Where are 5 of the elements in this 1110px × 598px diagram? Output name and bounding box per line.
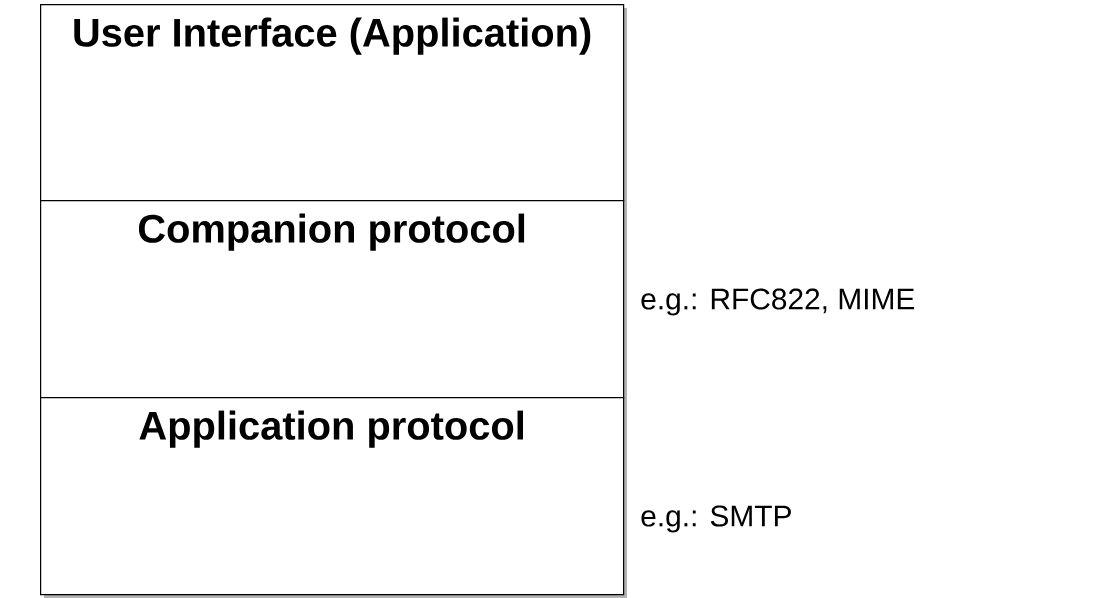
example-text: e.g.: RFC822, MIME — [641, 288, 915, 316]
layer-box: Application protocol — [40, 397, 627, 598]
layer-box: Companion protocol — [40, 200, 627, 401]
layer-box: User Interface (Application) — [40, 4, 627, 204]
example-text: e.g.: SMTP — [641, 505, 791, 533]
